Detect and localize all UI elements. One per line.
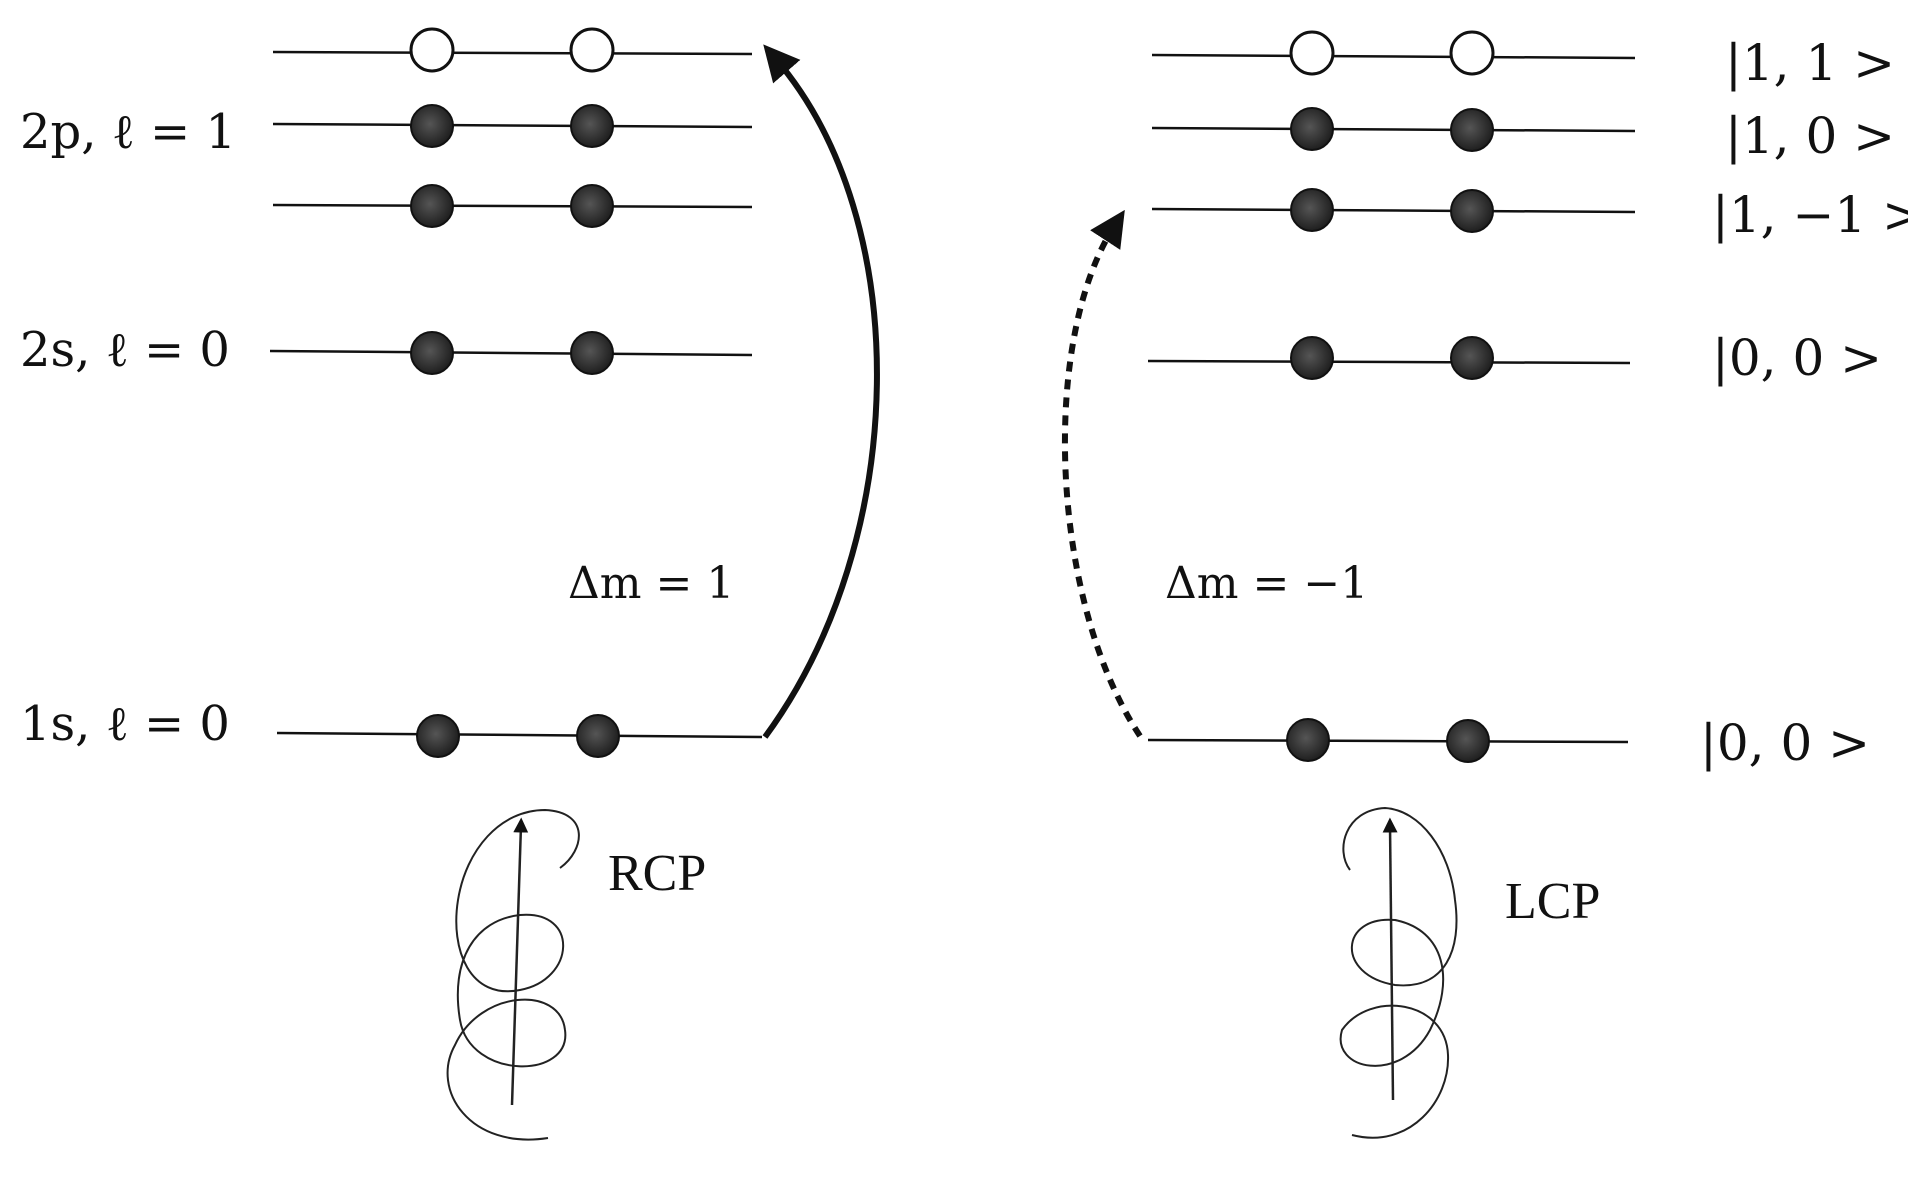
level-line-right-00b	[1147, 738, 1629, 744]
rcp-helix-icon	[446, 808, 580, 1141]
left-panel: 2p, ℓ = 1 2s, ℓ = 0 1s, ℓ = 0 Δm = 1 RCP	[20, 27, 880, 1141]
level-line-right-1m1	[1151, 207, 1636, 214]
level-line-left-2p-m1	[272, 50, 753, 56]
level-line-right-00a	[1147, 359, 1631, 365]
electron-filled	[570, 104, 614, 148]
level-line-left-2p-m0	[272, 122, 753, 129]
electron-filled	[576, 714, 620, 758]
electron-filled	[570, 184, 614, 228]
polarization-label-rcp: RCP	[608, 845, 706, 902]
electron-empty	[1289, 30, 1335, 76]
electron-filled	[1450, 108, 1494, 152]
transition-label-left: Δm = 1	[568, 558, 734, 609]
ket-label-0-0b: |0, 0 >	[1700, 714, 1870, 772]
ket-label-1-m1: |1, −1 >	[1712, 186, 1908, 244]
level-line-right-10	[1151, 126, 1636, 133]
electron-empty	[409, 27, 455, 73]
level-line-left-1s	[276, 731, 763, 739]
transition-label-right: Δm = −1	[1165, 558, 1368, 609]
level-label-2s: 2s, ℓ = 0	[20, 322, 230, 378]
transition-arrow-solid	[762, 44, 880, 739]
electron-empty	[569, 27, 615, 73]
electron-filled	[410, 104, 454, 148]
electron-filled	[1290, 336, 1334, 380]
electron-filled	[410, 184, 454, 228]
ket-label-1-1: |1, 1 >	[1725, 34, 1895, 92]
electron-filled	[416, 714, 460, 758]
electron-filled	[1290, 188, 1334, 232]
electron-filled	[1446, 719, 1490, 763]
level-line-right-11	[1151, 53, 1636, 60]
level-line-left-2p-mm1	[272, 203, 753, 209]
electron-filled	[410, 331, 454, 375]
electron-empty	[1449, 30, 1495, 76]
transition-arrow-dashed	[1061, 209, 1143, 738]
ket-label-1-0: |1, 0 >	[1725, 107, 1895, 165]
lcp-helix-icon	[1339, 806, 1458, 1139]
level-label-1s: 1s, ℓ = 0	[20, 696, 230, 752]
electron-filled	[1286, 718, 1330, 762]
level-label-2p: 2p, ℓ = 1	[20, 104, 236, 160]
polarization-label-lcp: LCP	[1505, 873, 1600, 930]
right-panel: |1, 1 > |1, 0 > |1, −1 > |0, 0 > |0, 0 >…	[1061, 30, 1908, 1139]
ket-label-0-0a: |0, 0 >	[1712, 329, 1882, 387]
electron-filled	[1450, 336, 1494, 380]
electron-filled	[1450, 189, 1494, 233]
electron-filled	[1290, 107, 1334, 151]
electron-filled	[570, 331, 614, 375]
level-line-left-2s	[269, 349, 753, 357]
